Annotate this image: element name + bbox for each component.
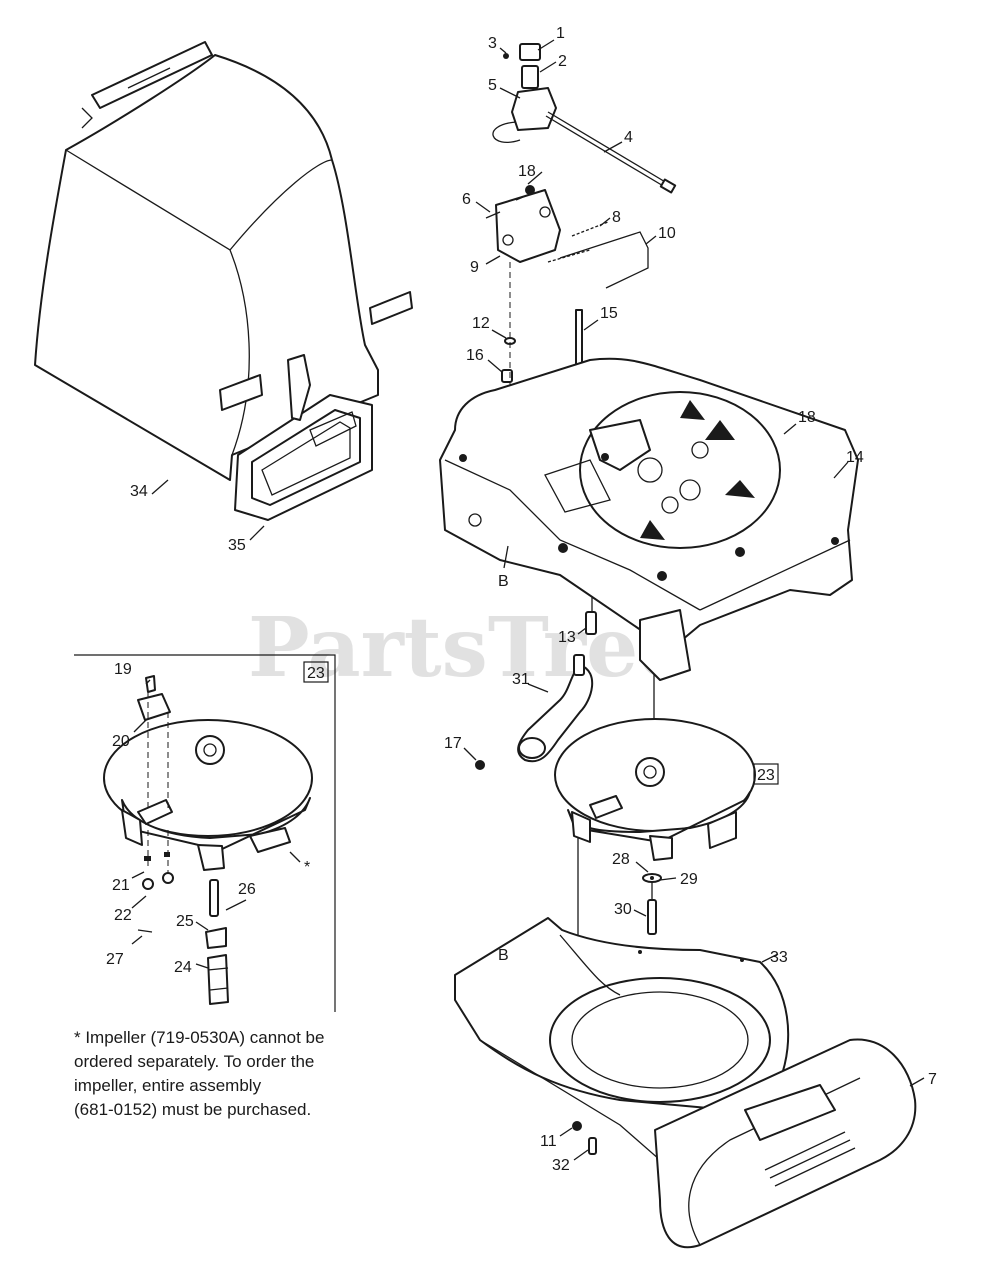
callout-2: 2 xyxy=(558,53,567,70)
callout-30: 30 xyxy=(614,901,632,918)
callout-18-lower: 18 xyxy=(798,409,816,426)
bracket-rod-assembly[interactable] xyxy=(485,185,649,289)
callout-10: 10 xyxy=(658,225,676,242)
callout-25: 25 xyxy=(176,913,194,930)
inset-hardware[interactable] xyxy=(137,852,229,1005)
callout-28: 28 xyxy=(612,851,630,868)
switch-assembly[interactable] xyxy=(492,43,677,194)
nozzle-7[interactable] xyxy=(654,1038,917,1249)
note-line-1: * Impeller (719-0530A) cannot be xyxy=(74,1028,325,1047)
callout-17: 17 xyxy=(444,735,462,752)
inset-frame xyxy=(74,654,336,1012)
chute-31[interactable] xyxy=(517,654,594,763)
callout-12: 12 xyxy=(472,315,490,332)
nut-11[interactable] xyxy=(572,1121,582,1131)
bolt-13[interactable] xyxy=(585,611,597,635)
callout-14: 14 xyxy=(846,449,864,466)
callout-3: 3 xyxy=(488,35,497,52)
callout-b-lower: B xyxy=(498,947,509,964)
callout-1: 1 xyxy=(556,25,565,42)
watermark-text: PartsTree xyxy=(248,600,690,696)
callout-15: 15 xyxy=(600,305,618,322)
note-line-2: ordered separately. To order the xyxy=(74,1052,315,1071)
callout-20: 20 xyxy=(112,733,130,750)
callout-29: 29 xyxy=(680,871,698,888)
impeller-assembly-main[interactable] xyxy=(554,718,756,861)
callout-23-inset: 23 xyxy=(307,665,325,682)
callout-32: 32 xyxy=(552,1157,570,1174)
callout-6: 6 xyxy=(462,191,471,208)
note-line-4: (681-0152) must be purchased. xyxy=(74,1100,312,1119)
callout-5: 5 xyxy=(488,77,497,94)
callout-31: 31 xyxy=(512,671,530,688)
switch-housing-5 xyxy=(511,87,557,131)
leader-lines xyxy=(131,39,925,1161)
callout-18-upper: 18 xyxy=(518,163,536,180)
switch-2 xyxy=(521,65,539,89)
callout-4: 4 xyxy=(624,129,633,146)
nut-17[interactable] xyxy=(475,760,485,770)
bolt-32[interactable] xyxy=(588,1137,597,1155)
callout-7: 7 xyxy=(928,1071,937,1088)
callout-star: * xyxy=(304,859,310,876)
impeller-note: * Impeller (719-0530A) cannot be ordered… xyxy=(74,1026,374,1122)
callout-19: 19 xyxy=(114,661,132,678)
callout-9: 9 xyxy=(470,259,479,276)
callout-22: 22 xyxy=(114,907,132,924)
hardware-lower[interactable] xyxy=(642,873,662,935)
callout-16: 16 xyxy=(466,347,484,364)
callout-21: 21 xyxy=(112,877,130,894)
callout-27: 27 xyxy=(106,951,124,968)
callout-8: 8 xyxy=(612,209,621,226)
callout-24: 24 xyxy=(174,959,192,976)
note-line-3: impeller, entire assembly xyxy=(74,1076,262,1095)
callout-b-upper: B xyxy=(498,573,509,590)
callout-34: 34 xyxy=(130,483,148,500)
blower-housing[interactable] xyxy=(439,357,859,681)
callout-13: 13 xyxy=(558,629,576,646)
callout-labels: 1 2 3 4 5 6 7 8 9 10 11 12 13 14 15 16 1… xyxy=(106,25,937,1174)
callout-26: 26 xyxy=(238,881,256,898)
switch-cap-1 xyxy=(519,43,541,61)
callout-11: 11 xyxy=(540,1133,557,1150)
bag-adapter-35[interactable] xyxy=(234,354,373,521)
callout-23-main: 23 xyxy=(757,767,775,784)
callout-33: 33 xyxy=(770,949,788,966)
inset-impeller[interactable] xyxy=(103,675,313,872)
callout-35: 35 xyxy=(228,537,246,554)
lower-housing-33[interactable] xyxy=(454,917,790,1161)
